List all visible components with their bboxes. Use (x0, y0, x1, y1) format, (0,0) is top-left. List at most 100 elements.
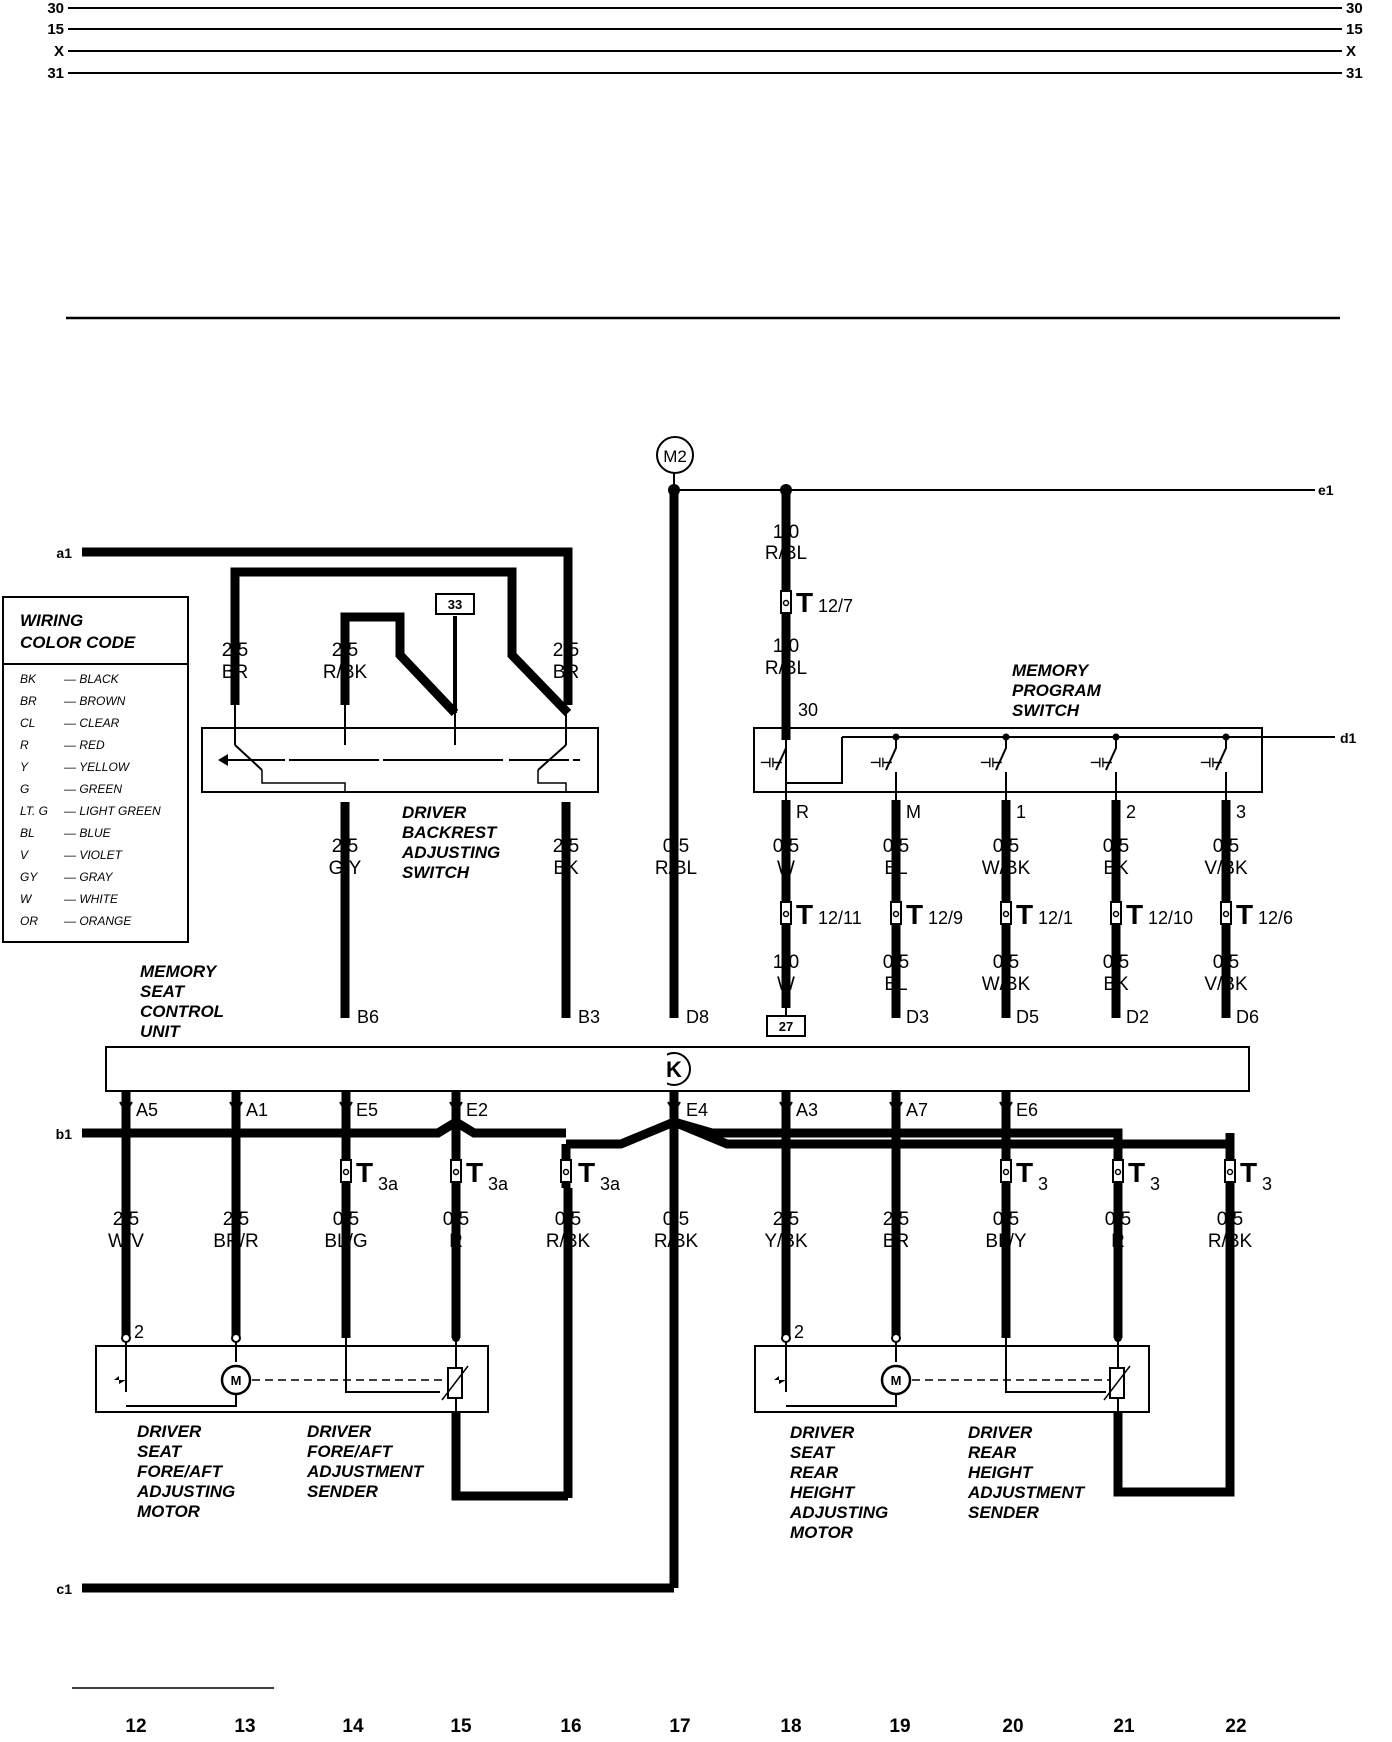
color-code-name: — RED (63, 738, 105, 752)
wire-size-rbl: 0.5 (663, 836, 689, 857)
color-code-abbrev: OR (20, 914, 38, 928)
bus-label-15-right: 15 (1346, 21, 1363, 38)
wire-color-bk: BK (553, 858, 579, 879)
ref-a1: a1 (56, 545, 72, 561)
cu-pin-d6: D6 (1236, 1007, 1259, 1027)
pin-arrow (449, 1101, 463, 1114)
lower-connector-t: T (578, 1157, 595, 1188)
wire-size-mp-in-b: 1.0 (773, 636, 799, 657)
ref-e1: e1 (1318, 482, 1334, 498)
cu-pin-e5: E5 (356, 1100, 378, 1120)
color-code-name: — ORANGE (63, 914, 132, 928)
color-code-name: — GRAY (63, 870, 113, 884)
control-unit-top-pins: B6 B3 D8 (357, 1007, 709, 1027)
color-code-title-1: WIRING (20, 611, 83, 630)
ms-sub-r: 12/11 (818, 908, 862, 928)
column-number: 13 (234, 1716, 255, 1737)
lower-wire-size: 2.5 (773, 1209, 799, 1230)
driver-backrest-adjusting-switch (201, 705, 599, 793)
lower-wire-size: 0.5 (1217, 1209, 1243, 1230)
cu-pin-d8: D8 (686, 1007, 709, 1027)
wire-color-mp-in-a: R/BL (765, 543, 807, 564)
color-code-abbrev: BL (20, 826, 35, 840)
memory-program-switch: ⊣⊢⊣⊢⊣⊢ ⊣⊢⊣⊢ (753, 727, 1335, 800)
motor-pin-2-right: 2 (794, 1322, 804, 1342)
lower-wire-size: 0.5 (443, 1209, 469, 1230)
cu-pin-a1: A1 (246, 1100, 268, 1120)
wire-color-gy: G/Y (329, 858, 362, 879)
ms-pin-1: 1 (1016, 802, 1026, 822)
upper-wire-labels: 2.5 BR 2.5 R/BK 2.5 BR 2.5 G/Y 2.5 BK 0.… (222, 522, 853, 879)
cu-pin-b6: B6 (357, 1007, 379, 1027)
cu-pin-e2: E2 (466, 1100, 488, 1120)
lower-wire-size: 2.5 (223, 1209, 249, 1230)
color-code-abbrev: GY (20, 870, 38, 884)
cu-pin-b3: B3 (578, 1007, 600, 1027)
wire-color-bs2: R/BK (323, 662, 368, 683)
lower-wire-color: W/V (108, 1231, 144, 1252)
cu-pin-a7: A7 (906, 1100, 928, 1120)
ref-box-27-label: 27 (779, 1019, 793, 1034)
svg-text:⊣⊢: ⊣⊢ (1200, 755, 1223, 770)
svg-text:⊣⊢: ⊣⊢ (1090, 755, 1113, 770)
color-code-abbrev: R (20, 738, 29, 752)
control-unit-k-symbol: K (666, 1057, 682, 1082)
ground-references: a1 b1 c1 d1 e1 M2 33 27 (56, 436, 1357, 1597)
ms-pin-2: 2 (1126, 802, 1136, 822)
cu-pin-d2: D2 (1126, 1007, 1149, 1027)
pin-arrow (999, 1101, 1013, 1114)
color-code-name: — LIGHT GREEN (63, 804, 161, 818)
ref-b1: b1 (56, 1126, 73, 1142)
label-backrest-switch: DRIVER BACKREST ADJUSTING SWITCH (401, 803, 505, 882)
pin-arrow (229, 1101, 243, 1114)
wire-color-bs1: BR (222, 662, 248, 683)
ms-size-a-r: 0.5 (773, 836, 799, 857)
column-number: 22 (1225, 1716, 1246, 1737)
lower-wire-color: BR (883, 1231, 909, 1252)
ref-box-33-label: 33 (448, 597, 462, 612)
label-rear-height-motor: DRIVER SEAT REAR HEIGHT ADJUSTING MOTOR (789, 1423, 893, 1542)
color-code-name: — BLUE (63, 826, 112, 840)
lower-wire-color: R/BK (654, 1231, 699, 1252)
cu-pin-a5: A5 (136, 1100, 158, 1120)
column-number: 19 (889, 1716, 910, 1737)
column-number: 20 (1002, 1716, 1023, 1737)
wire-size-bs3: 2.5 (553, 640, 579, 661)
connector-sub-12-7: 12/7 (818, 596, 853, 616)
cu-pin-a3: A3 (796, 1100, 818, 1120)
lower-connector-t: T (1240, 1157, 1257, 1188)
color-code-name: — CLEAR (63, 716, 120, 730)
pin-arrow (119, 1101, 133, 1114)
ms-conn-3: T (1236, 899, 1253, 930)
ms-size-a-m: 0.5 (883, 836, 909, 857)
ms-color-a-m: BL (884, 858, 907, 879)
ms-color-a-2: BK (1103, 858, 1129, 879)
ms-sub-2: 12/10 (1148, 908, 1193, 928)
motor-m-symbol-right: M (891, 1373, 902, 1388)
ms-color-a-3: V/BK (1204, 858, 1248, 879)
lower-connector-sub: 3 (1262, 1174, 1272, 1194)
bus-label-x-left: X (54, 43, 64, 60)
column-number: 21 (1113, 1716, 1135, 1737)
color-code-abbrev: BR (20, 694, 37, 708)
pin-arrow (339, 1101, 353, 1114)
cu-pin-e4: E4 (686, 1100, 708, 1120)
ms-color-b-r: W (777, 974, 795, 995)
wire-color-bs3: BR (553, 662, 579, 683)
column-number: 12 (125, 1716, 146, 1737)
ref-box-27 (766, 1015, 806, 1037)
ms-size-a-2: 0.5 (1103, 836, 1129, 857)
connector-t-12-7: T (796, 587, 813, 618)
memory-switch-output-labels: R 0.5 W T 12/11 1.0 W M 0.5 BL T 12/9 0.… (773, 802, 1293, 1027)
ms-size-a-3: 0.5 (1213, 836, 1239, 857)
cu-pin-d5: D5 (1016, 1007, 1039, 1027)
lower-wire-size: 0.5 (1105, 1209, 1131, 1230)
color-code-name: — WHITE (63, 892, 119, 906)
lower-connector-t: T (356, 1157, 373, 1188)
power-bus-lines: 30 15 X 31 30 15 X 31 (47, 0, 1362, 82)
lower-connector-sub: 3a (488, 1174, 509, 1194)
rear-height-motor-sender-assembly: M (754, 1333, 1150, 1413)
ms-size-b-r: 1.0 (773, 952, 799, 973)
label-fore-aft-sender: DRIVER FORE/AFT ADJUSTMENT SENDER (306, 1422, 428, 1501)
